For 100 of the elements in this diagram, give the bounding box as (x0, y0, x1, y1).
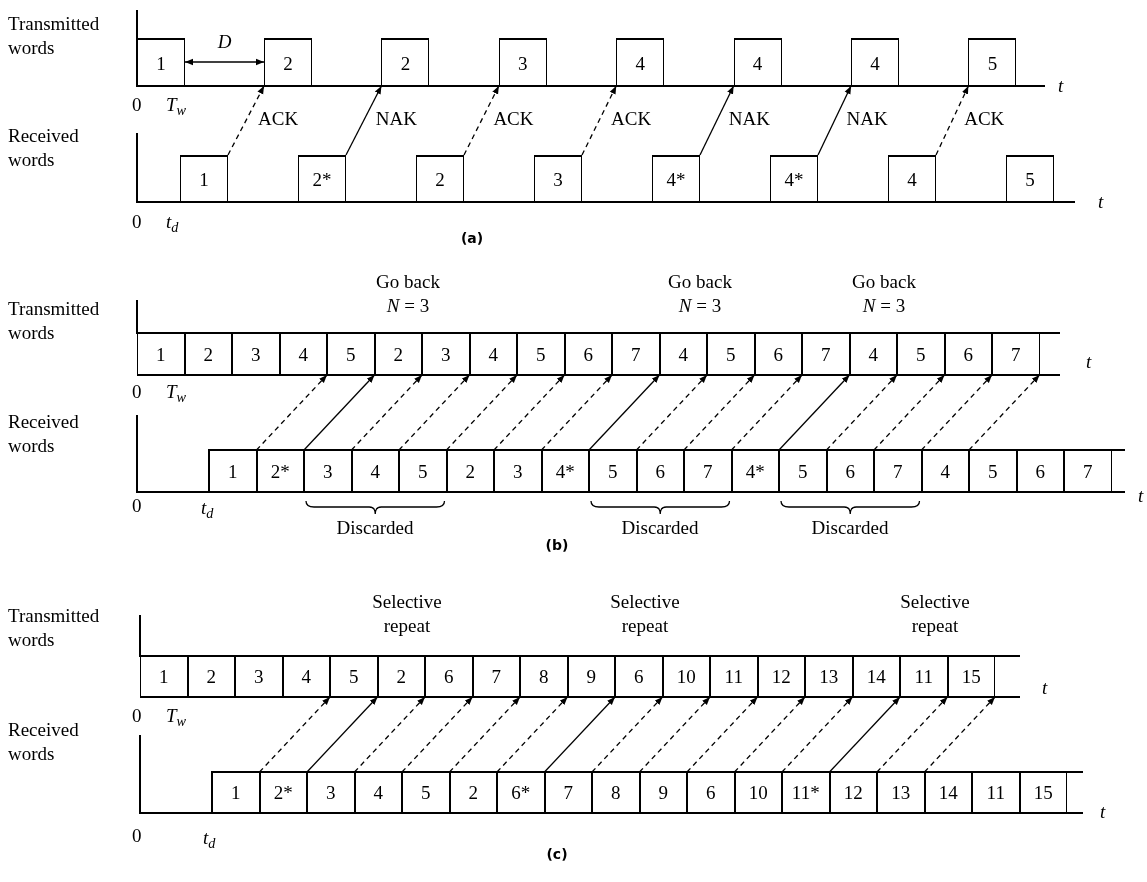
word-cell: 5 (330, 656, 378, 697)
word-cell: 5 (589, 450, 637, 492)
word-cell: 4 (351, 450, 399, 492)
axis-label: T$_{w}$ (166, 704, 188, 728)
arrow (255, 374, 328, 451)
axis-label: Discarded (620, 516, 700, 540)
arrow (398, 374, 471, 451)
arrow (638, 696, 711, 773)
word-cell: 11 (710, 656, 758, 697)
word-cell: 7 (1064, 450, 1112, 492)
word-cell: 7 (472, 656, 520, 697)
word-cell: 11 (972, 772, 1020, 813)
pulse-box: 5 (1006, 155, 1054, 202)
arrow (581, 85, 617, 156)
arrow (306, 696, 379, 773)
word-cell: 9 (639, 772, 687, 813)
arrow (781, 696, 854, 773)
word-cell: 6 (564, 333, 612, 375)
pulse-box: 4 (888, 155, 936, 202)
word-cell: 3 (422, 333, 470, 375)
word-cell: 4* (731, 450, 779, 492)
arrow (876, 696, 949, 773)
axis-label: t (1042, 676, 1049, 700)
arrow (303, 374, 376, 451)
pulse-box: 2* (298, 155, 346, 202)
axis-label: 0 (132, 380, 143, 404)
edge-label: D (217, 32, 232, 51)
word-cell: 12 (757, 656, 805, 697)
row-label: Received words (8, 718, 80, 766)
axis-label: Discarded (810, 516, 890, 540)
word-cell: 6* (497, 772, 545, 813)
pulse-box: 4 (616, 38, 665, 86)
arrow (683, 374, 756, 451)
pulse-box: 4 (851, 38, 899, 86)
word-cell: 4 (279, 333, 327, 375)
word-cell: 12 (829, 772, 877, 813)
word-cell: 10 (662, 656, 710, 697)
word-cell: 4 (659, 333, 707, 375)
word-cell: 7 (612, 333, 660, 375)
word-cell: 3 (307, 772, 355, 813)
axis-label: 0 (132, 93, 143, 117)
word-cell: 14 (852, 656, 900, 697)
axis-label: t$_{d}$ (201, 496, 215, 520)
word-cell: 4 (921, 450, 969, 492)
edge-label: ACK (493, 108, 534, 128)
annotation: Selective repeat (609, 590, 681, 638)
word-cell: 7 (992, 333, 1040, 375)
pulse-box: 1 (180, 155, 228, 202)
axis-label: T$_{w}$ (166, 380, 188, 404)
word-cell: 8 (520, 656, 568, 697)
axis-label: t (1058, 74, 1065, 98)
word-cell: 10 (734, 772, 782, 813)
word-cell: 5 (969, 450, 1017, 492)
axis-label: t (1100, 800, 1107, 824)
pulse-box: 2 (416, 155, 464, 202)
word-cell: 6 (425, 656, 473, 697)
word-cell: 4* (541, 450, 589, 492)
word-cell: 2 (449, 772, 497, 813)
word-cell: 11* (782, 772, 830, 813)
word-cell: 3 (494, 450, 542, 492)
word-cell: 1 (140, 656, 188, 697)
edge-label: ACK (258, 108, 299, 128)
arrow (828, 696, 901, 773)
pulse-box: 1 (137, 38, 185, 86)
arrow (448, 696, 521, 773)
annotation: Selective repeat (899, 590, 971, 638)
arrow (935, 85, 970, 156)
word-cell: 3 (235, 656, 283, 697)
arrow (496, 696, 569, 773)
word-cell: 6 (944, 333, 992, 375)
word-cell: 2* (259, 772, 307, 813)
axis-label: t$_{d}$ (166, 210, 180, 234)
word-cell: 13 (877, 772, 925, 813)
word-cell: 4 (469, 333, 517, 375)
axis-label: t (1098, 190, 1105, 214)
word-cell: 6 (615, 656, 663, 697)
word-cell: 7 (544, 772, 592, 813)
word-cell: 2 (377, 656, 425, 697)
annotation: Selective repeat (371, 590, 443, 638)
edge-label: NAK (375, 108, 417, 128)
row-label: Transmitted words (8, 604, 101, 652)
word-cell: 2 (184, 333, 232, 375)
arrow (923, 696, 996, 773)
arrow (873, 374, 946, 451)
word-cell: 11 (900, 656, 948, 697)
panel-label: (b) (544, 537, 570, 555)
word-cell: 4 (354, 772, 402, 813)
word-cell: 6 (754, 333, 802, 375)
word-cell: 7 (874, 450, 922, 492)
arrow (227, 85, 265, 156)
word-cell: 8 (592, 772, 640, 813)
word-cell: 9 (567, 656, 615, 697)
arrow (345, 85, 383, 156)
word-cell: 5 (327, 333, 375, 375)
word-cell: 5 (897, 333, 945, 375)
edge-label: NAK (728, 108, 770, 128)
arrow (817, 85, 852, 156)
arrow (699, 85, 735, 156)
word-cell: 2 (446, 450, 494, 492)
arrow (686, 696, 759, 773)
